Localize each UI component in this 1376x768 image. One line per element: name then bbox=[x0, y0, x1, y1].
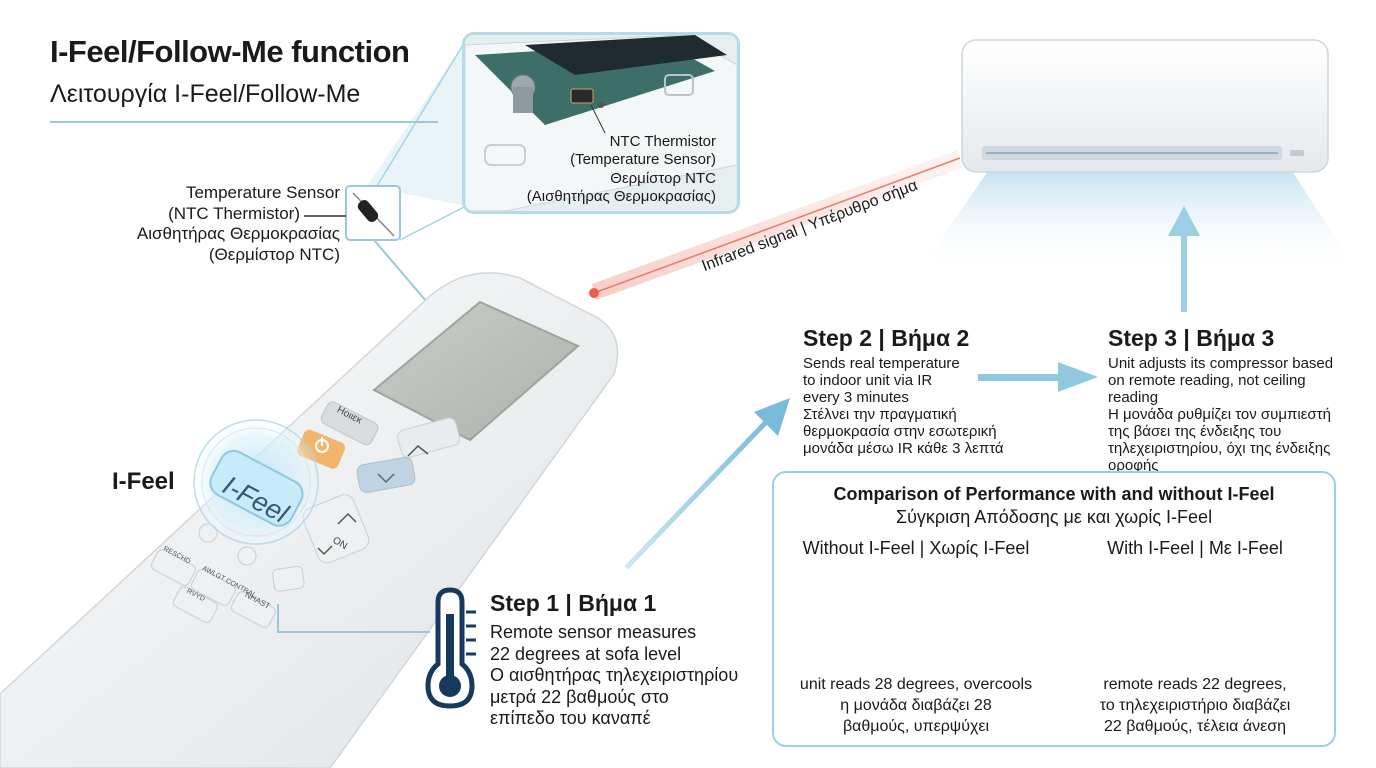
inset-label-line: (Αισθητήρας Θερμοκρασίας) bbox=[526, 187, 716, 205]
infrared-beam bbox=[593, 157, 961, 294]
step3-title: Step 3 | Βήμα 3 bbox=[1108, 325, 1275, 351]
step2-to-step3-arrow bbox=[978, 362, 1098, 392]
step2-line: Στέλνει την πραγματική bbox=[803, 406, 957, 423]
step2-line: μονάδα μέσω IR κάθε 3 λεπτά bbox=[803, 440, 1004, 457]
step2-title: Step 2 | Βήμα 2 bbox=[803, 325, 970, 351]
infrared-emitter-dot bbox=[589, 288, 599, 298]
step1-title: Step 1 | Βήμα 1 bbox=[490, 590, 657, 616]
airflow-up-arrow bbox=[1168, 206, 1200, 312]
thermistor-closeup-inset bbox=[462, 32, 740, 214]
remote-small-buttons[interactable] bbox=[150, 523, 305, 629]
inset-callout-label: NTC Thermistor (Temperature Sensor) Θερμ… bbox=[488, 133, 716, 206]
inset-label-line: NTC Thermistor bbox=[609, 133, 716, 150]
comparison-title: Comparison of Performance with and witho… bbox=[833, 484, 1275, 504]
with-caption-line: το τηλεχειριστήριο διαβάζει bbox=[1099, 697, 1291, 714]
with-ifeel-caption: remote reads 22 degrees, το τηλεχειριστή… bbox=[1060, 674, 1330, 737]
step3-line: τηλεχειριστηρίου, όχι της ένδειξης bbox=[1108, 440, 1331, 457]
remote-on-button[interactable]: ON bbox=[300, 492, 372, 566]
thermistor-icon bbox=[352, 192, 395, 237]
step1-line: Ο αισθητήρας τηλεχειριστηρίου bbox=[490, 665, 739, 685]
step3-line: reading bbox=[1108, 389, 1159, 406]
title-divider bbox=[50, 121, 438, 123]
comparison-panel bbox=[772, 471, 1336, 747]
step2-line: θερμοκρασία στην εσωτερική bbox=[803, 423, 997, 440]
step3-line: on remote reading, not ceiling bbox=[1108, 372, 1306, 389]
without-caption-line: unit reads 28 degrees, overcools bbox=[799, 676, 1033, 693]
sensor-callout-label: Temperature Sensor (NTC Thermistor) Αισθ… bbox=[60, 183, 340, 265]
sensor-label-line: (Θερμίστορ NTC) bbox=[208, 244, 340, 264]
sensor-label-line: Temperature Sensor bbox=[185, 183, 340, 202]
page-title: I-Feel/Follow-Me function bbox=[50, 34, 410, 69]
sensor-to-remote-line bbox=[373, 239, 433, 309]
step1-to-step2-arrow bbox=[624, 398, 790, 570]
without-ifeel-caption: unit reads 28 degrees, overcools η μονάδ… bbox=[778, 674, 1054, 737]
step1-line: Remote sensor measures bbox=[490, 622, 697, 642]
step1-description: Remote sensor measures 22 degrees at sof… bbox=[490, 622, 738, 730]
comparison-subtitle: Σύγκριση Απόδοσης με και χωρίς I-Feel bbox=[895, 507, 1213, 527]
without-caption-line: βαθμούς, υπερψύχει bbox=[842, 718, 990, 735]
step1-line: μετρά 22 βαθμούς στο bbox=[490, 686, 669, 707]
step3-line: της βάσει της ένδειξης του bbox=[1108, 423, 1282, 440]
step2-line: every 3 minutes bbox=[803, 389, 909, 406]
without-ifeel-heading: Without I-Feel | Χωρίς I-Feel bbox=[802, 538, 1030, 558]
remote-up-button[interactable] bbox=[396, 416, 461, 459]
step2-line: Sends real temperature bbox=[803, 355, 960, 372]
step1-line: 22 degrees at sofa level bbox=[490, 643, 682, 664]
step2-line: to indoor unit via IR bbox=[803, 372, 933, 389]
pcb-illustration bbox=[465, 35, 737, 211]
step3-description: Unit adjusts its compressor based on rem… bbox=[1108, 355, 1333, 474]
step3-line: οροφής bbox=[1108, 457, 1159, 474]
inset-callout-line-top bbox=[376, 39, 467, 187]
thermometer-icon bbox=[425, 587, 476, 709]
page-subtitle: Λειτουργία I-Feel/Follow-Me bbox=[50, 80, 361, 108]
without-caption-line: η μονάδα διαβάζει 28 bbox=[840, 697, 992, 714]
with-caption-line: remote reads 22 degrees, bbox=[1103, 676, 1287, 693]
with-caption-line: 22 βαθμούς, τέλεια άνεση bbox=[1103, 718, 1287, 735]
ifeel-label: I-Feel bbox=[112, 468, 175, 495]
remote-control: ON bbox=[0, 272, 619, 768]
step2-description: Sends real temperature to indoor unit vi… bbox=[803, 355, 1004, 457]
with-ifeel-heading: With I-Feel | Με I-Feel bbox=[1107, 538, 1283, 558]
step3-line: Η μονάδα ρυθμίζει τον συμπιεστή bbox=[1108, 406, 1331, 423]
step3-line: Unit adjusts its compressor based bbox=[1108, 355, 1334, 372]
inset-label-line: (Temperature Sensor) bbox=[570, 151, 716, 169]
sensor-label-line: (NTC Thermistor) bbox=[168, 203, 300, 223]
remote-down-button[interactable] bbox=[356, 456, 416, 493]
remote-ifeel-button[interactable] bbox=[205, 446, 307, 531]
ac-airflow bbox=[920, 168, 1356, 270]
inset-callout-line-bottom bbox=[399, 205, 467, 241]
remote-to-step1-line bbox=[277, 604, 430, 633]
inset-label-line: Θερμίστορ NTC bbox=[610, 169, 716, 187]
step1-line: επίπεδο του καναπέ bbox=[490, 708, 651, 728]
remote-button-top[interactable] bbox=[319, 400, 380, 447]
sensor-label-line: Αισθητήρας Θερμοκρασίας bbox=[136, 224, 340, 243]
indoor-ac-unit bbox=[961, 39, 1329, 173]
